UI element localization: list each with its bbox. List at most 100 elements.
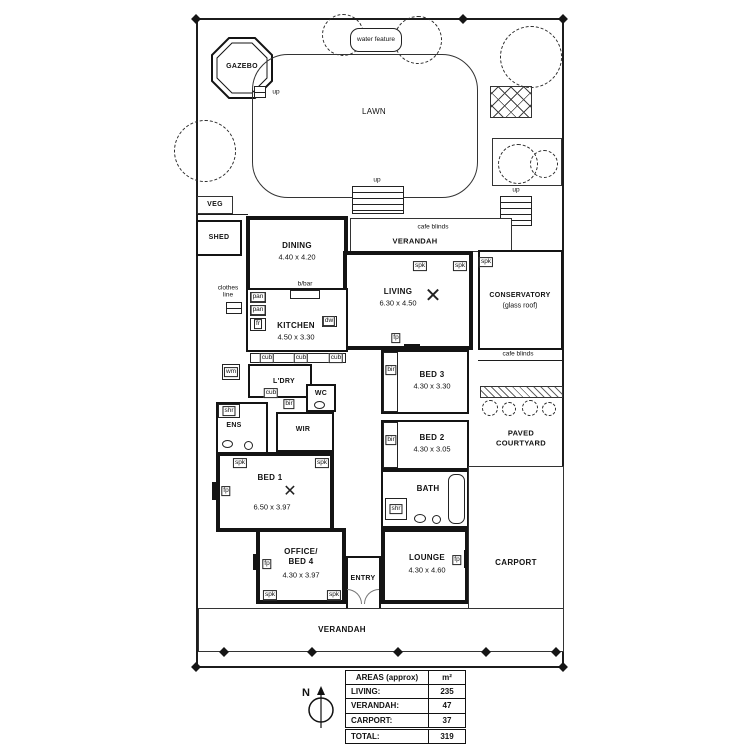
shed-label: SHED — [208, 233, 230, 241]
speaker-label: spk — [452, 261, 468, 271]
areas-row-value: 235 — [428, 684, 466, 700]
bed1-label: BED 1 — [257, 473, 283, 483]
areas-row-carport: CARPORT: 37 — [345, 712, 466, 729]
right-stairs-up-label: up — [512, 186, 520, 194]
cafe-blinds-bottom-label: cafe blinds — [502, 350, 534, 358]
verandah-bottom-outline — [198, 608, 564, 652]
shrub-icon — [530, 150, 558, 178]
toilet-icon — [222, 440, 233, 448]
areas-row-total: TOTAL: 319 — [345, 726, 466, 744]
areas-header-label: AREAS (approx) — [345, 669, 429, 686]
pantry-label: pan — [250, 292, 266, 302]
top-stairs — [352, 186, 404, 214]
toilet-icon — [414, 514, 426, 523]
office-label2: BED 4 — [288, 557, 314, 567]
conservatory-sub-label: (glass roof) — [502, 302, 538, 310]
office-dims: 4.30 x 3.97 — [282, 570, 320, 580]
boundary-top — [196, 18, 564, 20]
laundry-label: L'DRY — [273, 377, 295, 385]
living-label: LIVING — [383, 287, 413, 297]
verandah-top-label: VERANDAH — [392, 236, 438, 246]
ceiling-fan-icon: ✕ — [424, 285, 442, 307]
cupboard-label: cub — [328, 353, 344, 363]
bathtub-icon — [448, 474, 465, 524]
ensuite-label: ENS — [226, 421, 242, 429]
kitchen-dims: 4.50 x 3.30 — [277, 332, 315, 342]
ceiling-fan-icon: ✕ — [283, 483, 297, 500]
basin-icon — [244, 441, 253, 450]
boundary-marker — [191, 14, 201, 24]
washing-machine-label: wm — [223, 367, 239, 377]
verandah-bottom-label: VERANDAH — [318, 625, 366, 635]
areas-row-label: CARPORT: — [345, 712, 429, 729]
cupboard-label: cub — [263, 388, 279, 398]
fireplace-icon — [464, 550, 471, 568]
cafe-blinds-top-label: cafe blinds — [417, 223, 449, 231]
dining-outline — [246, 216, 348, 294]
verandah-top-outline — [350, 218, 512, 252]
fireplace-label: fp — [391, 333, 401, 343]
living-dims: 6.30 x 4.50 — [379, 298, 417, 308]
bed1-outline — [216, 452, 334, 532]
fireplace-label: fp — [452, 555, 462, 565]
breakfast-bar-label: b/bar — [297, 280, 313, 288]
tree-icon — [174, 120, 236, 182]
speaker-label: spk — [326, 590, 342, 600]
fridge-label: fr — [254, 319, 262, 329]
boundary-marker — [558, 14, 568, 24]
areas-row-verandah: VERANDAH: 47 — [345, 698, 466, 714]
dining-label: DINING — [282, 241, 312, 251]
conservatory-label: CONSERVATORY — [489, 291, 551, 299]
boundary-marker — [458, 14, 468, 24]
speaker-label: spk — [232, 458, 248, 468]
speaker-label: spk — [314, 458, 330, 468]
bench-island — [290, 290, 320, 299]
top-stairs-up-label: up — [373, 176, 381, 184]
areas-row-label: LIVING: — [345, 684, 429, 700]
boundary-marker — [558, 662, 568, 672]
water-feature: water feature — [350, 28, 402, 52]
speaker-label: spk — [412, 261, 428, 271]
robe-strip — [383, 422, 398, 468]
garden-fence-line — [196, 214, 248, 216]
shrub-icon — [502, 402, 516, 416]
fireplace-label: fp — [221, 486, 231, 496]
cupboard-label: cub — [293, 353, 309, 363]
shower-label: shr — [222, 406, 236, 416]
bed2-dims: 4.30 x 3.05 — [413, 444, 451, 454]
lounge-label: LOUNGE — [408, 553, 446, 563]
basin-icon — [432, 515, 441, 524]
compass: N — [302, 686, 334, 728]
built-in-robe-label: bir — [385, 435, 397, 445]
bed2-label: BED 2 — [419, 433, 445, 443]
fireplace-icon — [253, 554, 260, 570]
bed1-dims: 6.50 x 3.97 — [253, 502, 291, 512]
dining-dims: 4.40 x 4.20 — [278, 252, 316, 262]
kitchen-label: KITCHEN — [277, 321, 315, 331]
courtyard-steps-hatch — [480, 386, 563, 398]
fireplace-icon — [404, 344, 420, 351]
areas-row-label: VERANDAH: — [345, 698, 429, 714]
veg-bed-outline — [197, 196, 233, 214]
laundry-outline — [248, 364, 312, 398]
paved-courtyard-label1: PAVED — [507, 428, 535, 438]
speaker-label: spk — [478, 257, 494, 267]
shrub-icon — [482, 400, 498, 416]
shrub-icon — [522, 400, 538, 416]
fireplace-label: fp — [262, 559, 272, 569]
pantry-label: pan — [250, 305, 266, 315]
gazebo-label: GAZEBO — [226, 62, 258, 70]
bed3-dims: 4.30 x 3.30 — [413, 381, 451, 391]
areas-row-value: 47 — [428, 698, 466, 714]
office-label: OFFICE/ — [284, 547, 318, 557]
areas-header-unit: m² — [428, 669, 466, 686]
shed-outline — [196, 220, 242, 256]
water-feature-label: water feature — [357, 36, 395, 44]
bed3-label: BED 3 — [419, 370, 445, 380]
clothes-line-label: clothes line — [217, 284, 239, 299]
lawn-label: LAWN — [361, 107, 387, 117]
areas-table: AREAS (approx) m² LIVING: 235 VERANDAH: … — [345, 669, 466, 744]
compass-n-label: N — [302, 687, 310, 699]
paved-courtyard-label2: COURTYARD — [496, 438, 546, 448]
